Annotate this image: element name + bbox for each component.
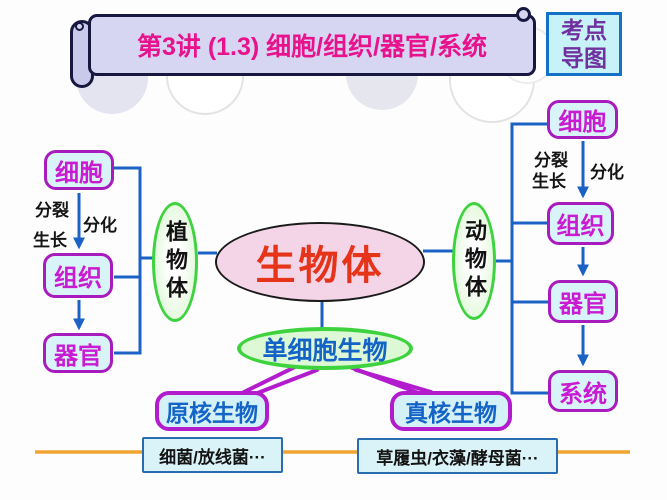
right-cell-node: 细胞 (547, 100, 618, 139)
lesson-title: 第3讲 (1.3) 细胞/组织/器官/系统 (136, 33, 488, 61)
prokaryote-node: 原核生物 (155, 391, 269, 431)
animal-body-node: 动物体 (452, 202, 496, 320)
right-system-label: 系统 (559, 380, 607, 408)
unicellular-label: 单细胞生物 (262, 336, 388, 365)
organism-label: 生物体 (255, 244, 385, 288)
exam-points-badge: 考点 导图 (546, 12, 622, 76)
eukaryote-node: 真核生物 (390, 391, 512, 431)
left-organ-node: 器官 (43, 333, 113, 373)
left-tissue-node: 组织 (43, 253, 113, 298)
right-growth-label: 生长 (532, 172, 566, 191)
right-differentiation-label: 分化 (590, 163, 624, 182)
left-division-label: 分裂 (35, 201, 69, 220)
banner-curl-pin-left (75, 22, 84, 31)
right-division-label: 分裂 (534, 151, 568, 170)
left-growth-label: 生长 (33, 231, 67, 250)
plant-body-label: 植物体 (163, 220, 188, 304)
eukaryote-examples-label: 草履虫/衣藻/酵母菌··· (376, 448, 539, 468)
unicellular-node: 单细胞生物 (237, 327, 413, 370)
banner-curl-pin-right (516, 7, 531, 22)
prokaryote-examples-box: 细菌/放线菌··· (142, 437, 283, 473)
right-tissue-node: 组织 (547, 202, 614, 245)
animal-body-label: 动物体 (462, 219, 487, 303)
left-organ-label: 器官 (54, 342, 102, 370)
right-cell-label: 细胞 (558, 109, 607, 136)
eukaryote-label: 真核生物 (405, 400, 497, 426)
eukaryote-examples-box: 草履虫/衣藻/酵母菌··· (357, 438, 558, 474)
organism-node: 生物体 (215, 222, 425, 302)
badge-line2: 导图 (561, 45, 607, 71)
right-tissue-label: 组织 (556, 213, 605, 240)
left-differentiation-label: 分化 (83, 216, 117, 235)
prokaryote-label: 原核生物 (166, 400, 258, 426)
prokaryote-examples-label: 细菌/放线菌··· (159, 447, 266, 467)
left-tissue-label: 组织 (54, 265, 102, 292)
plant-body-node: 植物体 (152, 202, 198, 322)
right-system-node: 系统 (548, 370, 618, 412)
left-cell-node: 细胞 (44, 150, 114, 190)
title-banner: 第3讲 (1.3) 细胞/组织/器官/系统 (88, 14, 536, 76)
badge-line1: 考点 (561, 17, 607, 43)
right-organ-node: 器官 (548, 280, 618, 323)
left-cell-label: 细胞 (55, 159, 103, 187)
right-organ-label: 器官 (559, 291, 607, 318)
